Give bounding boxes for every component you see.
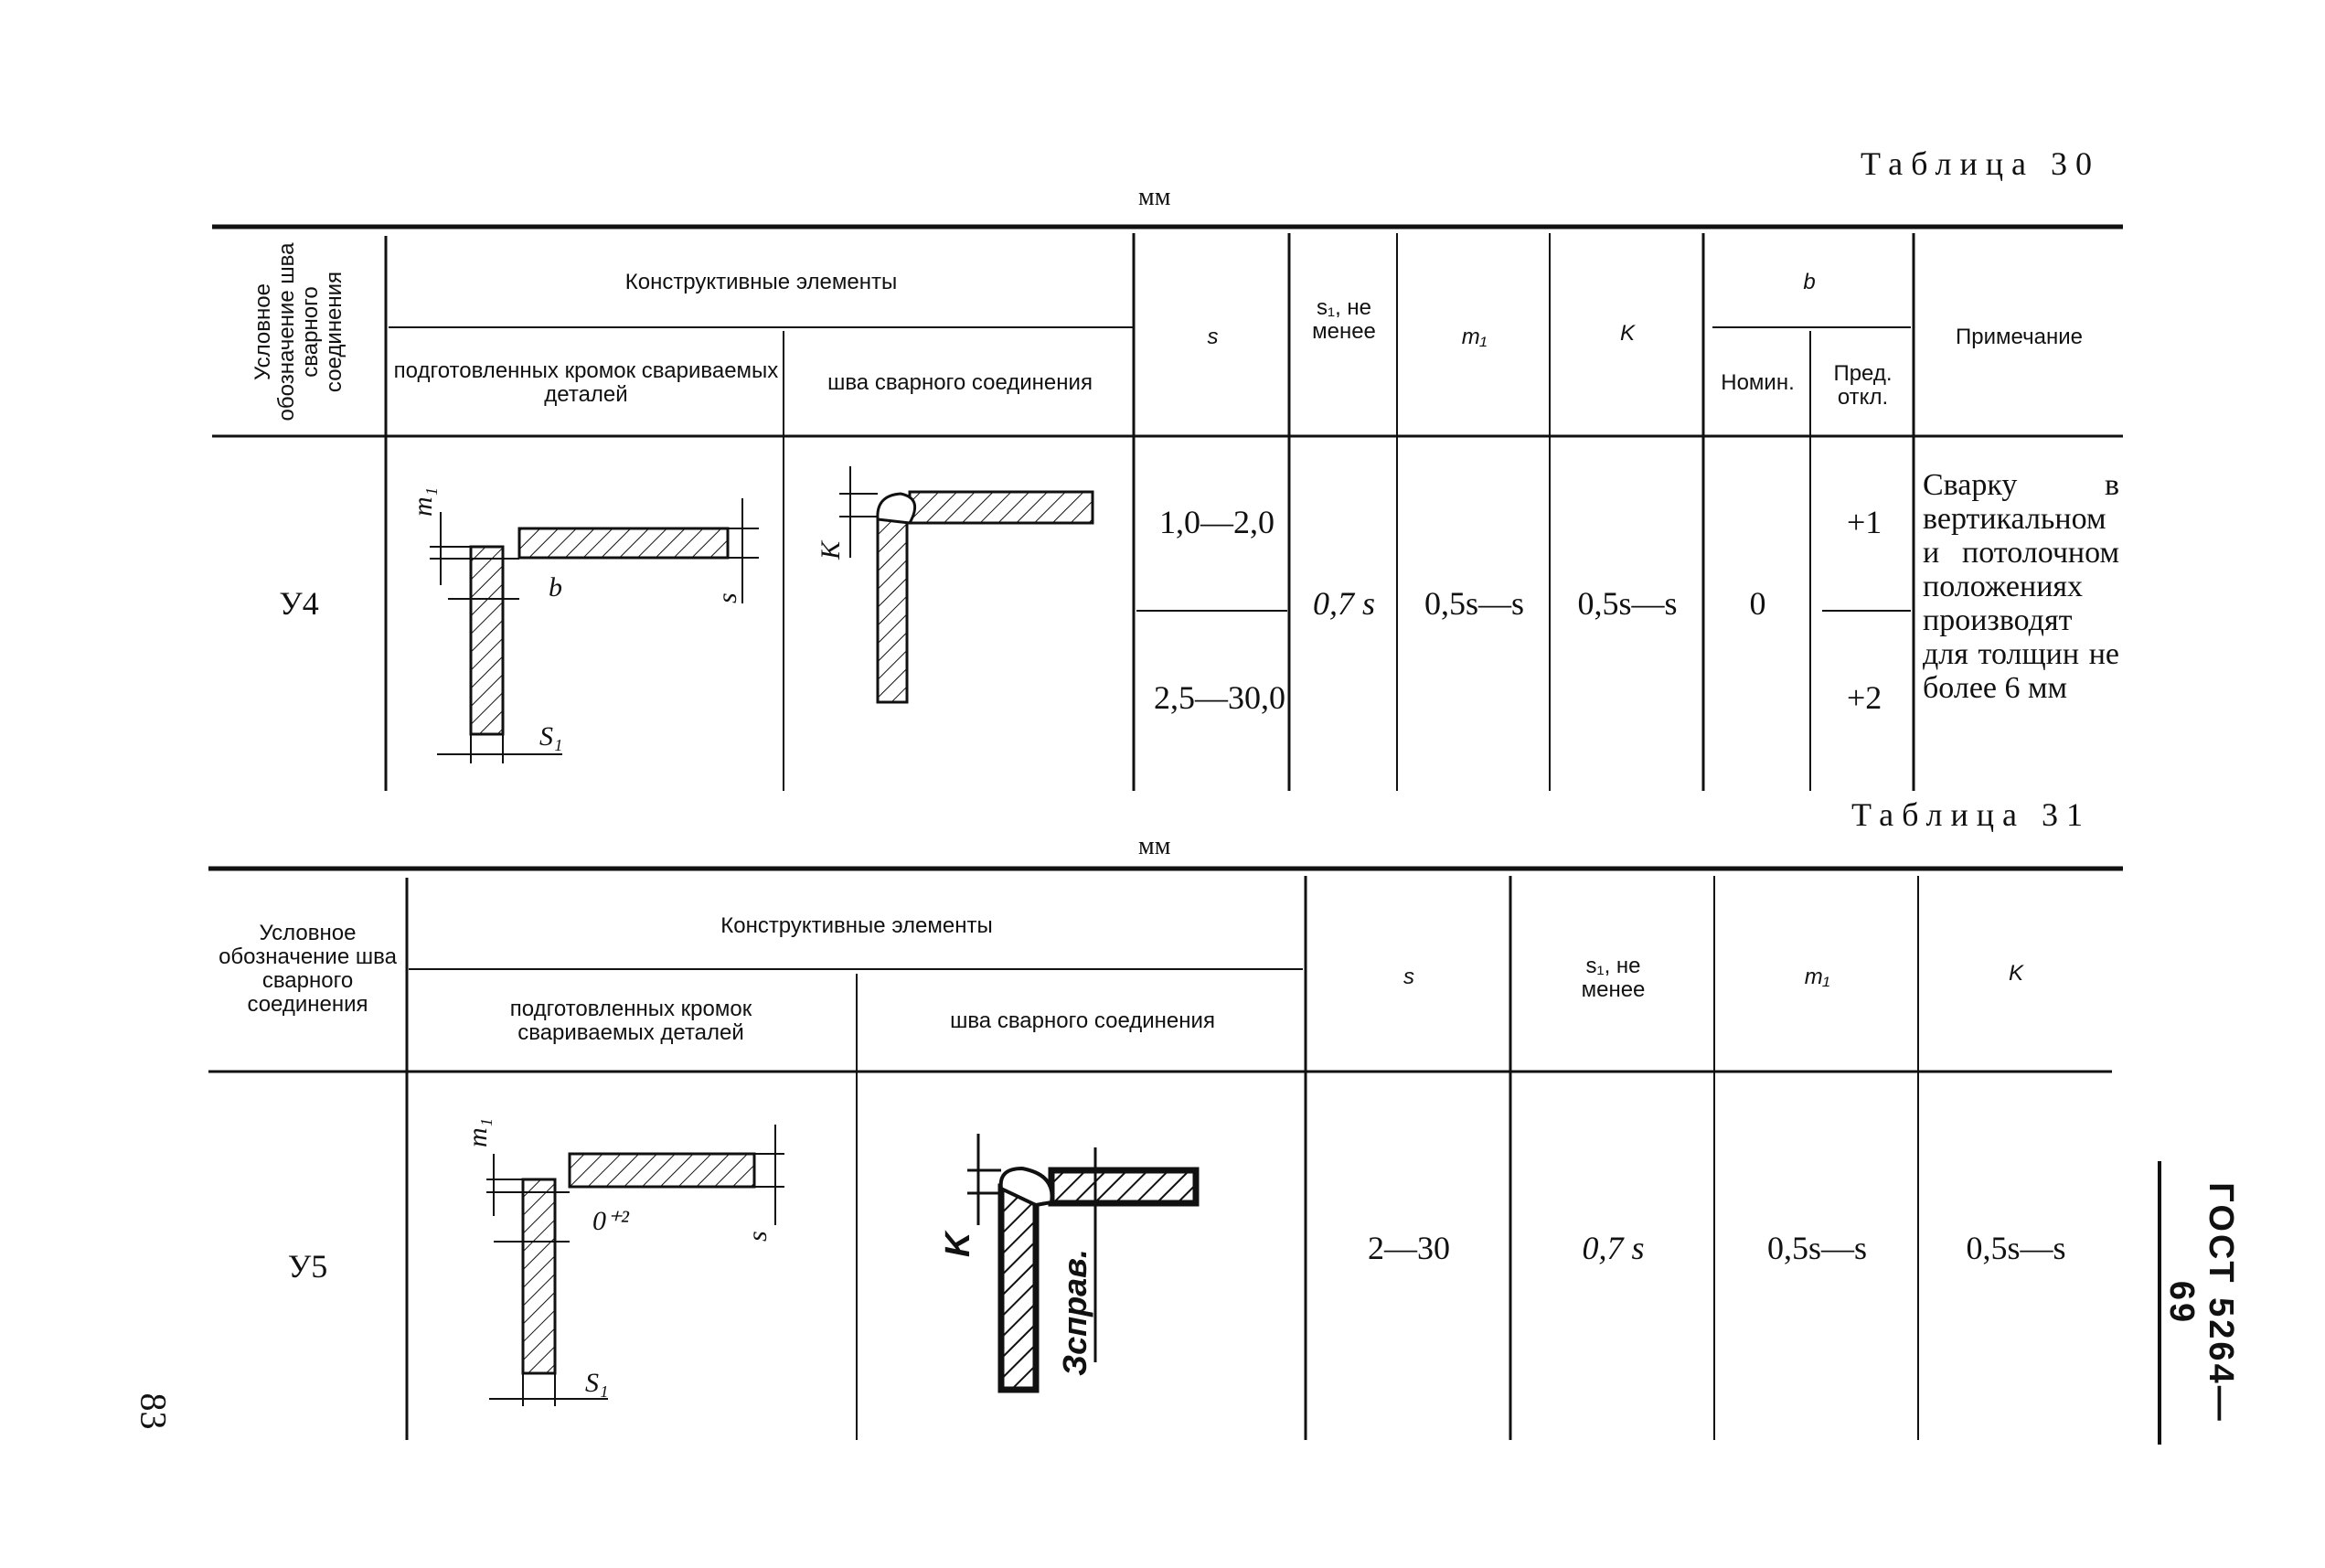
t31-prepared-edges-drawing xyxy=(486,1125,784,1406)
t31-s-value: 2—30 xyxy=(1368,1230,1450,1266)
t30-b-nominal: 0 xyxy=(1749,585,1766,622)
t31-label-m1: m₁ xyxy=(463,1118,493,1147)
t31-header-prepared-edges: подготовленных кромок свариваемых детале… xyxy=(509,997,752,1045)
table31-title: Таблица 31 xyxy=(1851,796,2091,833)
t30-header-s: s xyxy=(1207,324,1219,349)
t30-label-m1: m₁ xyxy=(408,487,438,517)
t30-header-deviation: Пред. откл. xyxy=(1833,361,1893,410)
t31-label-weld-mark: Зсправ. xyxy=(1056,1249,1093,1376)
t30-label-K: K xyxy=(816,539,846,560)
t30-header-prepared-edges: подготовленных кромок свариваемых детале… xyxy=(393,357,779,407)
t31-header-K: K xyxy=(2008,961,2023,986)
t30-header-s1: s₁, не менее xyxy=(1312,295,1376,344)
t30-designation: У4 xyxy=(279,585,319,622)
t31-m1-value: 0,5s—s xyxy=(1766,1230,1868,1266)
t31-label-gap: 0⁺² xyxy=(592,1206,630,1236)
table30-title: Таблица 30 xyxy=(1861,145,2100,182)
t30-header-m1: m₁ xyxy=(1461,324,1488,349)
t31-label-K: K xyxy=(939,1230,977,1257)
table31-unit: мм xyxy=(1138,832,1171,860)
table30-unit: мм xyxy=(1138,183,1171,211)
page-number: 83 xyxy=(133,1392,175,1430)
t31-designation: У5 xyxy=(287,1248,328,1285)
t31-header-elements: Конструктивные элементы xyxy=(720,912,993,938)
t30-K-value: 0,5s—s xyxy=(1577,585,1678,622)
t31-header-m1: m₁ xyxy=(1804,964,1830,989)
t31-header-s1: s₁, не менее xyxy=(1581,954,1646,1002)
t30-header-nominal: Номин. xyxy=(1721,369,1795,395)
t31-label-s: s xyxy=(742,1231,773,1242)
t31-header-weld: шва сварного соединения xyxy=(950,1008,1215,1033)
t31-label-s1: S₁ xyxy=(585,1368,608,1398)
standard-label: ГОСТ 5264—69 xyxy=(2158,1161,2240,1445)
t31-s1-value: 0,7 s xyxy=(1582,1230,1645,1266)
t30-header-b: b xyxy=(1803,270,1816,294)
t30-m1-value: 0,5s—s xyxy=(1424,585,1525,622)
t30-s-range-1: 1,0—2,0 xyxy=(1159,504,1274,540)
t30-header-elements: Конструктивные элементы xyxy=(624,270,898,294)
t30-label-s1: S₁ xyxy=(539,721,562,752)
t30-header-weld: шва сварного соединения xyxy=(827,369,1093,395)
t30-b-deviation-1: +1 xyxy=(1847,504,1882,540)
t30-s-range-2: 2,5—30,0 xyxy=(1154,679,1285,716)
t31-header-s: s xyxy=(1403,964,1414,989)
t30-header-K: K xyxy=(1619,321,1635,346)
t30-label-s: s xyxy=(712,592,742,603)
t30-s1-value: 0,7 s xyxy=(1312,585,1375,622)
t30-b-deviation-2: +2 xyxy=(1847,679,1882,716)
t30-note: Сварку в вертикальном и потолочном полож… xyxy=(1923,468,2119,705)
t30-label-b: b xyxy=(549,572,562,603)
t30-prepared-edges-drawing xyxy=(430,498,759,763)
t30-weld-drawing xyxy=(839,466,1094,704)
t31-K-value: 0,5s—s xyxy=(1966,1230,2066,1266)
t30-header-note: Примечание xyxy=(1956,324,2083,349)
t31-header-designation: Условное обозначение шва сварного соедин… xyxy=(219,921,397,1017)
t31-weld-drawing xyxy=(967,1134,1200,1393)
